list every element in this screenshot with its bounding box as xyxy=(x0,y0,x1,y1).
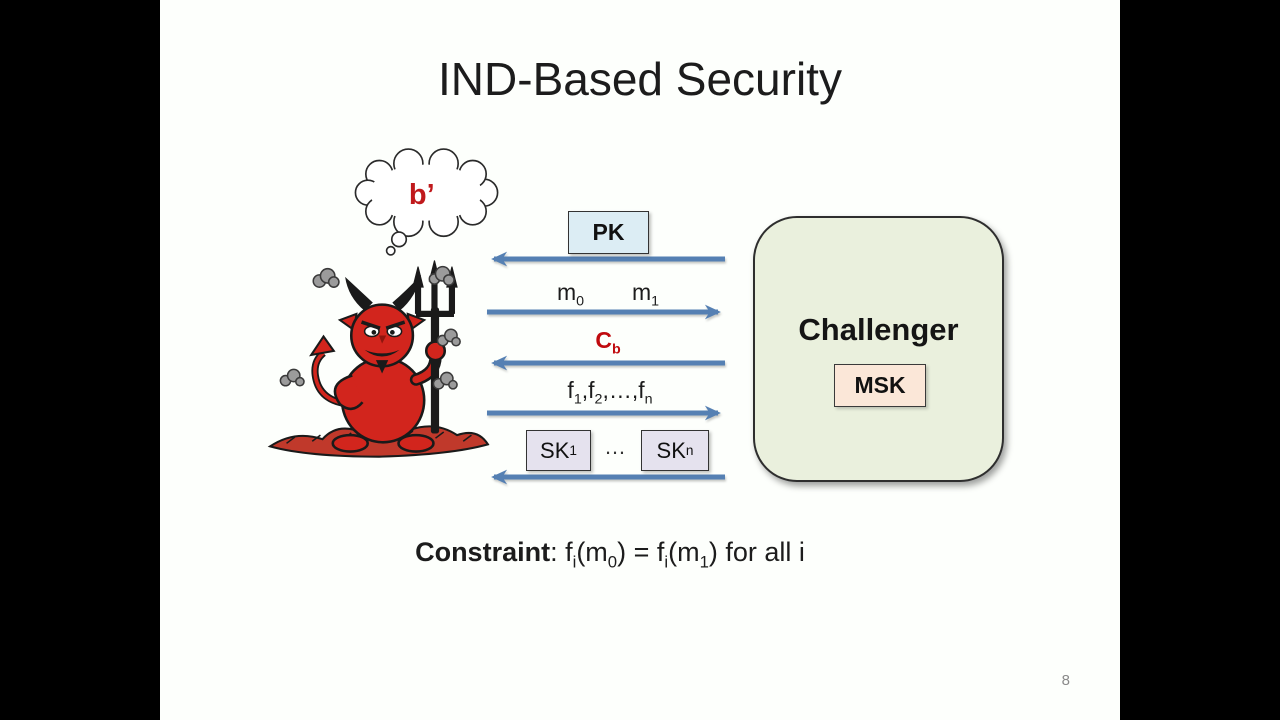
message-m1-label: m1 xyxy=(631,279,660,310)
challenger-label: Challenger xyxy=(798,312,959,347)
message-m0-label: m0 xyxy=(556,279,585,310)
msk-box: MSK xyxy=(834,364,926,407)
devil-head xyxy=(337,274,427,374)
devil-arm-left xyxy=(333,374,364,411)
challenger-box: Challenger MSK xyxy=(753,216,1004,482)
slide-title: IND-Based Security xyxy=(438,53,842,105)
devil-fist xyxy=(424,340,447,362)
thought-bubble-inner xyxy=(369,164,483,221)
pk-box: PK xyxy=(568,211,649,254)
challenge-ciphertext-label: Cb xyxy=(595,327,621,358)
sk-ellipsis-label: … xyxy=(604,434,626,459)
page-number: 8 xyxy=(1061,672,1070,689)
thought-bubble: b’ xyxy=(354,148,499,256)
constraint-text: Constraint: fi(m0) = fi(m1) for all i xyxy=(415,537,805,572)
function-query-label: f1,f2,…,fn xyxy=(567,377,653,408)
slide-canvas: IND-Based Security b’ xyxy=(160,0,1120,720)
devil-foot-left xyxy=(331,433,369,453)
devil-foot-right xyxy=(397,433,435,453)
smoke-puffs xyxy=(279,265,461,390)
guess-bit-label: b’ xyxy=(409,179,435,211)
letterbox-left xyxy=(0,0,160,720)
protocol-arrows xyxy=(487,251,725,485)
letterbox-right xyxy=(1120,0,1280,720)
adversary-devil-figure xyxy=(267,260,490,458)
